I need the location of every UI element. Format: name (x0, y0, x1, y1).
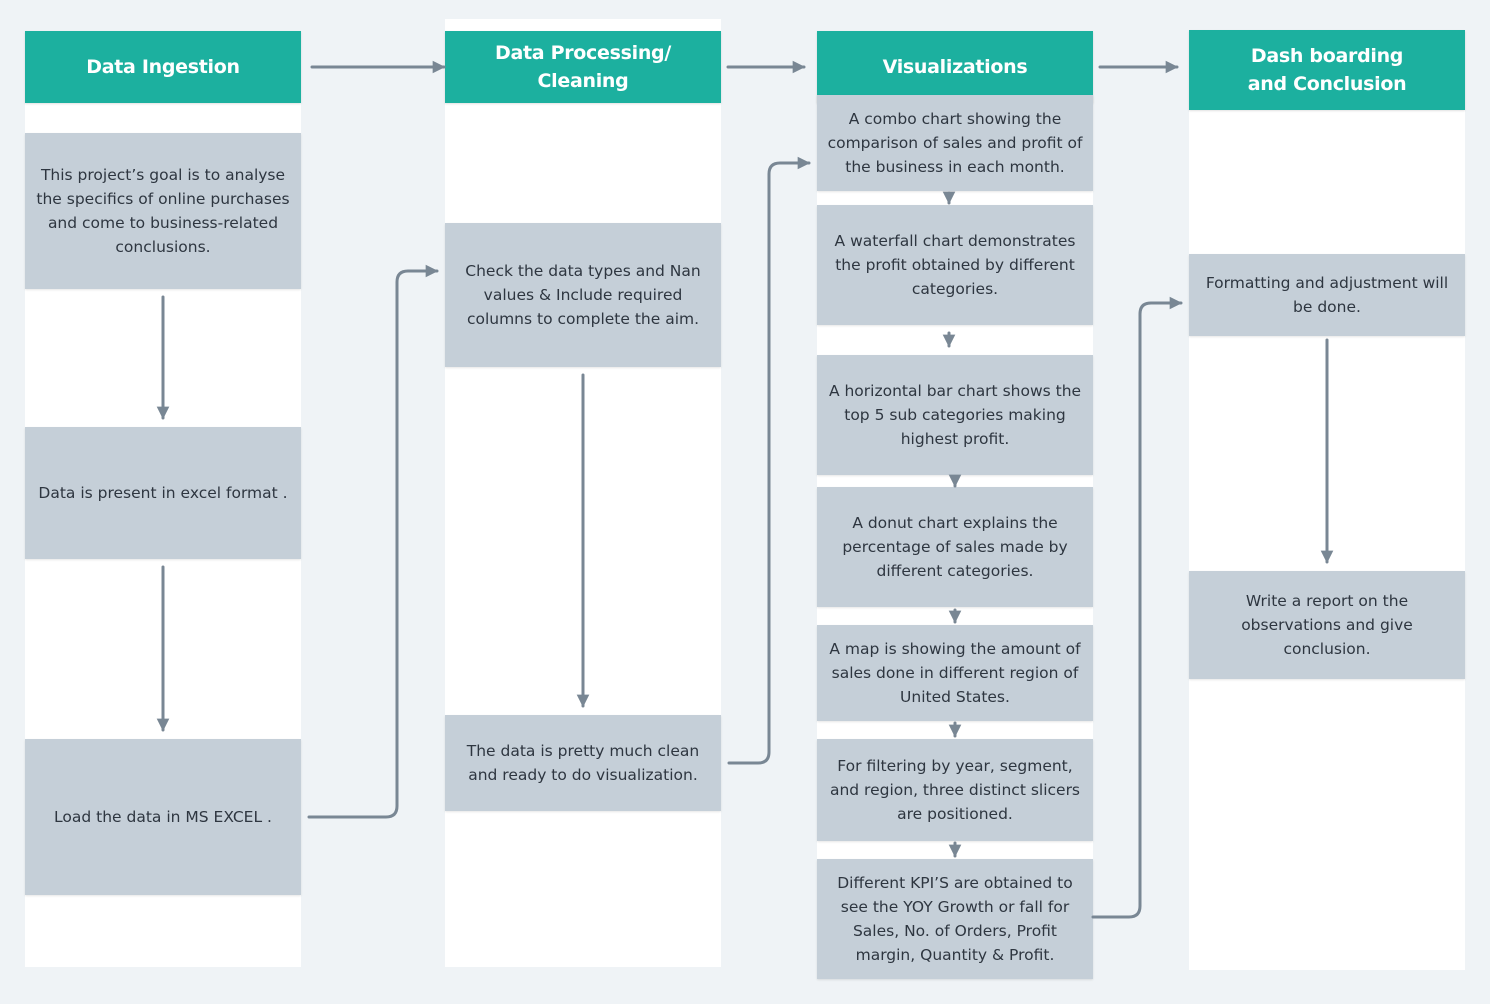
step-combo-chart: A combo chart showing the comparison of … (817, 95, 1093, 191)
lane-dashboarding (1189, 30, 1465, 970)
step-waterfall-chart: A waterfall chart demonstrates the profi… (817, 205, 1093, 325)
header-visualizations: Visualizations (817, 31, 1093, 103)
step-load-data-excel: Load the data in MS EXCEL . (25, 739, 301, 895)
arrow-load-to-check (307, 264, 439, 819)
arrow-kpi-to-formatting (1091, 296, 1183, 919)
step-formatting: Formatting and adjustment will be done. (1189, 254, 1465, 336)
header-dashboarding: Dash boarding and Conclusion (1189, 30, 1465, 110)
step-horizontal-bar-chart: A horizontal bar chart shows the top 5 s… (817, 355, 1093, 475)
step-donut-chart: A donut chart explains the percentage of… (817, 487, 1093, 607)
step-kpis: Different KPI’S are obtained to see the … (817, 859, 1093, 979)
step-check-data-types: Check the data types and Nan values & In… (445, 223, 721, 367)
step-map: A map is showing the amount of sales don… (817, 625, 1093, 721)
lane-data-processing (445, 19, 721, 967)
step-data-excel-format: Data is present in excel format . (25, 427, 301, 559)
step-data-clean: The data is pretty much clean and ready … (445, 715, 721, 811)
header-data-processing: Data Processing/ Cleaning (445, 31, 721, 103)
step-slicers: For filtering by year, segment, and regi… (817, 739, 1093, 841)
step-project-goal: This project’s goal is to analyse the sp… (25, 133, 301, 289)
step-write-report: Write a report on the observations and g… (1189, 571, 1465, 679)
arrow-clean-to-combo (727, 156, 811, 765)
header-data-ingestion: Data Ingestion (25, 31, 301, 103)
